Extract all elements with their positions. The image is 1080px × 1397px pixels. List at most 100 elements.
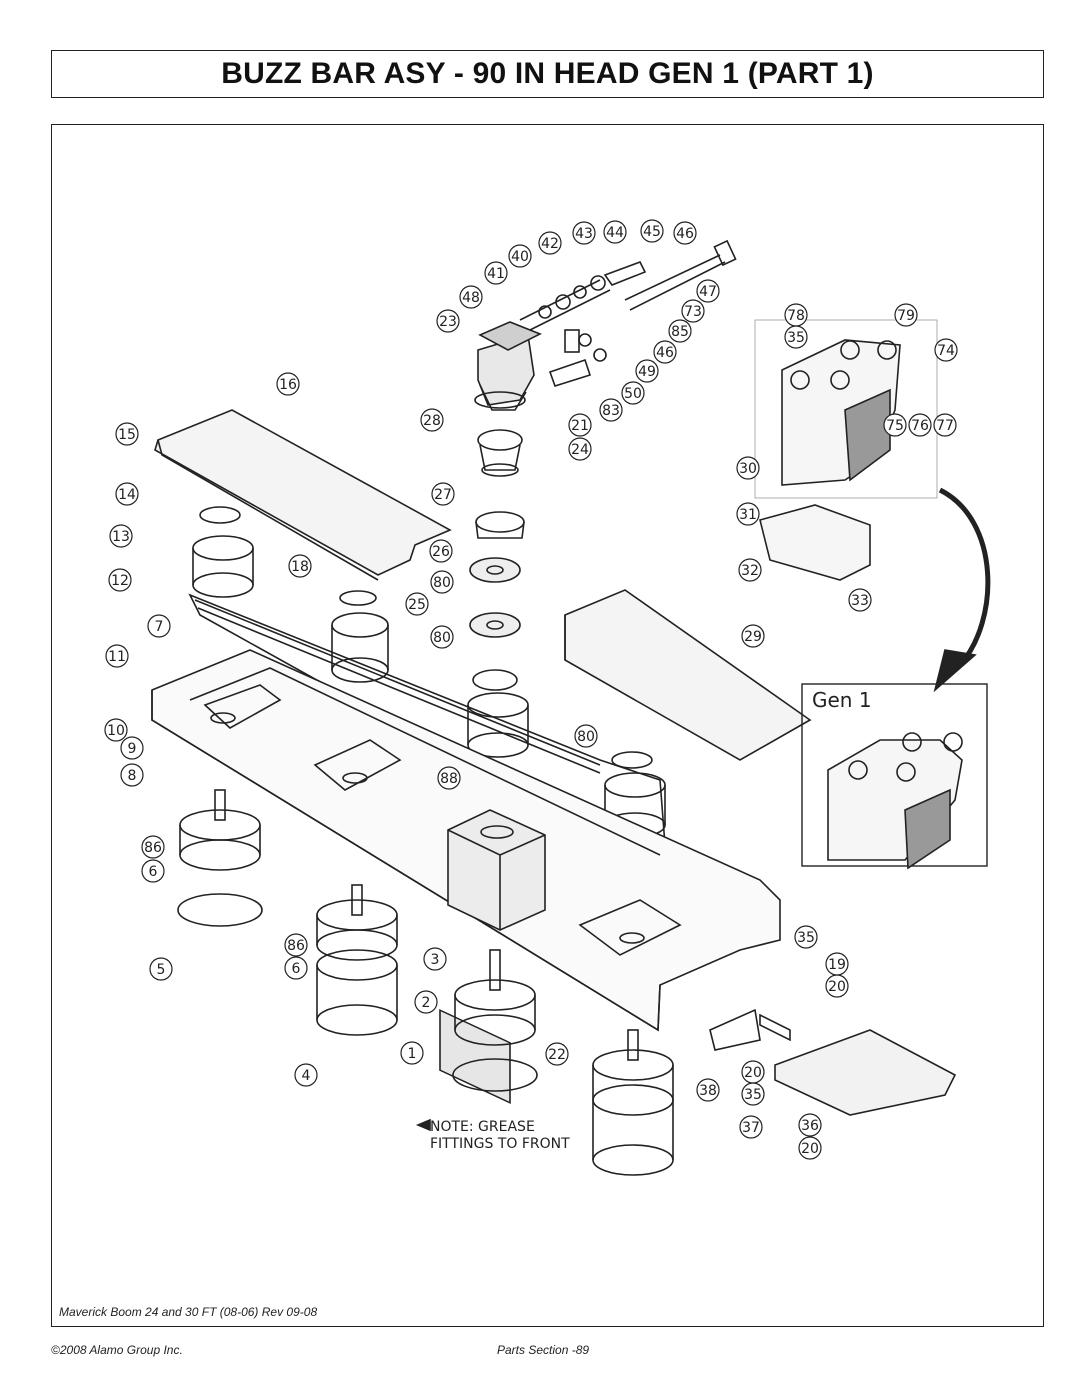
callout-41: 41 (484, 261, 508, 285)
callout-number: 2 (422, 995, 431, 1011)
callout-number: 22 (548, 1047, 566, 1063)
footer-document: Maverick Boom 24 and 30 FT (08-06) Rev 0… (59, 1305, 318, 1319)
callout-80: 80 (574, 724, 598, 748)
callout-38: 38 (696, 1078, 720, 1102)
callout-number: 30 (739, 461, 757, 477)
callout-circle (794, 925, 818, 949)
callout-circle (105, 644, 129, 668)
callout-number: 23 (439, 314, 457, 330)
callout-number: 35 (797, 930, 815, 946)
callout-3: 3 (423, 947, 447, 971)
callout-number: 10 (107, 723, 125, 739)
callout-number: 32 (741, 563, 759, 579)
callout-number: 1 (408, 1046, 417, 1062)
callout-circle (430, 570, 454, 594)
callout-20: 20 (825, 974, 849, 998)
callout-circle (423, 947, 447, 971)
callout-circle (484, 261, 508, 285)
callout-4: 4 (294, 1063, 318, 1087)
callout-number: 31 (739, 507, 757, 523)
callout-circle (115, 482, 139, 506)
callout-6: 6 (284, 956, 308, 980)
callout-circle (436, 309, 460, 333)
callout-circle (736, 502, 760, 526)
callout-number: 35 (787, 330, 805, 346)
left-pulley (192, 506, 254, 598)
callout-22: 22 (545, 1042, 569, 1066)
callout-circle (459, 285, 483, 309)
coupling-stack (469, 511, 525, 691)
callout-circle (574, 724, 598, 748)
gen1-label: Gen 1 (812, 688, 872, 712)
callout-number: 26 (432, 544, 450, 560)
callout-circle (141, 859, 165, 883)
callout-number: 11 (108, 649, 126, 665)
callout-46: 46 (673, 221, 697, 245)
diagram-frame (51, 124, 1044, 1327)
callout-number: 86 (144, 840, 162, 856)
callout-number: 6 (149, 864, 158, 880)
callout-76: 76 (908, 413, 932, 437)
callout-37: 37 (739, 1115, 763, 1139)
callout-number: 4 (302, 1068, 311, 1084)
callout-number: 48 (462, 290, 480, 306)
callout-83: 83 (599, 398, 623, 422)
callout-circle (673, 221, 697, 245)
callout-86: 86 (141, 835, 165, 859)
callout-number: 79 (897, 308, 915, 324)
callout-13: 13 (109, 524, 133, 548)
callout-circle (284, 933, 308, 957)
callout-circle (508, 244, 532, 268)
callout-circle (276, 372, 300, 396)
callout-circle (798, 1113, 822, 1137)
callout-number: 21 (571, 418, 589, 434)
callout-circle (908, 413, 932, 437)
callout-36: 36 (798, 1113, 822, 1137)
callout-circle (294, 1063, 318, 1087)
callout-27: 27 (431, 482, 455, 506)
callout-number: 77 (936, 418, 954, 434)
callout-number: 80 (433, 630, 451, 646)
spindle-4 (592, 1029, 674, 1176)
curved-arrow (938, 487, 991, 667)
note-line-2: FITTINGS TO FRONT (430, 1136, 570, 1152)
callout-number: 88 (440, 771, 458, 787)
callout-86: 86 (284, 933, 308, 957)
callout-79: 79 (894, 303, 918, 327)
callout-number: 15 (118, 427, 136, 443)
callout-circle (668, 319, 692, 343)
callout-26: 26 (429, 539, 453, 563)
callout-circle (147, 614, 171, 638)
callout-circle (741, 624, 765, 648)
callout-number: 20 (744, 1065, 762, 1081)
callout-number: 50 (624, 386, 642, 402)
callout-44: 44 (603, 220, 627, 244)
callout-circle (894, 303, 918, 327)
callout-15: 15 (115, 422, 139, 446)
callout-31: 31 (736, 502, 760, 526)
belt-cover (154, 409, 452, 581)
callout-number: 80 (577, 729, 595, 745)
callout-42: 42 (538, 231, 562, 255)
callout-number: 25 (408, 597, 426, 613)
deflector-plate (709, 1008, 957, 1116)
callout-circle (599, 398, 623, 422)
callout-circle (115, 422, 139, 446)
callout-30: 30 (736, 456, 760, 480)
callout-78: 78 (784, 303, 808, 327)
callout-circle (603, 220, 627, 244)
callout-circle (653, 340, 677, 364)
callout-49: 49 (635, 359, 659, 383)
callout-number: 3 (431, 952, 440, 968)
callout-35: 35 (741, 1082, 765, 1106)
callout-10: 10 (104, 718, 128, 742)
callout-9: 9 (120, 736, 144, 760)
callout-21: 21 (568, 413, 592, 437)
callout-number: 29 (744, 629, 762, 645)
callout-number: 36 (801, 1118, 819, 1134)
callout-circle (784, 325, 808, 349)
callout-circle (108, 568, 132, 592)
callout-16: 16 (276, 372, 300, 396)
callout-circle (104, 718, 128, 742)
